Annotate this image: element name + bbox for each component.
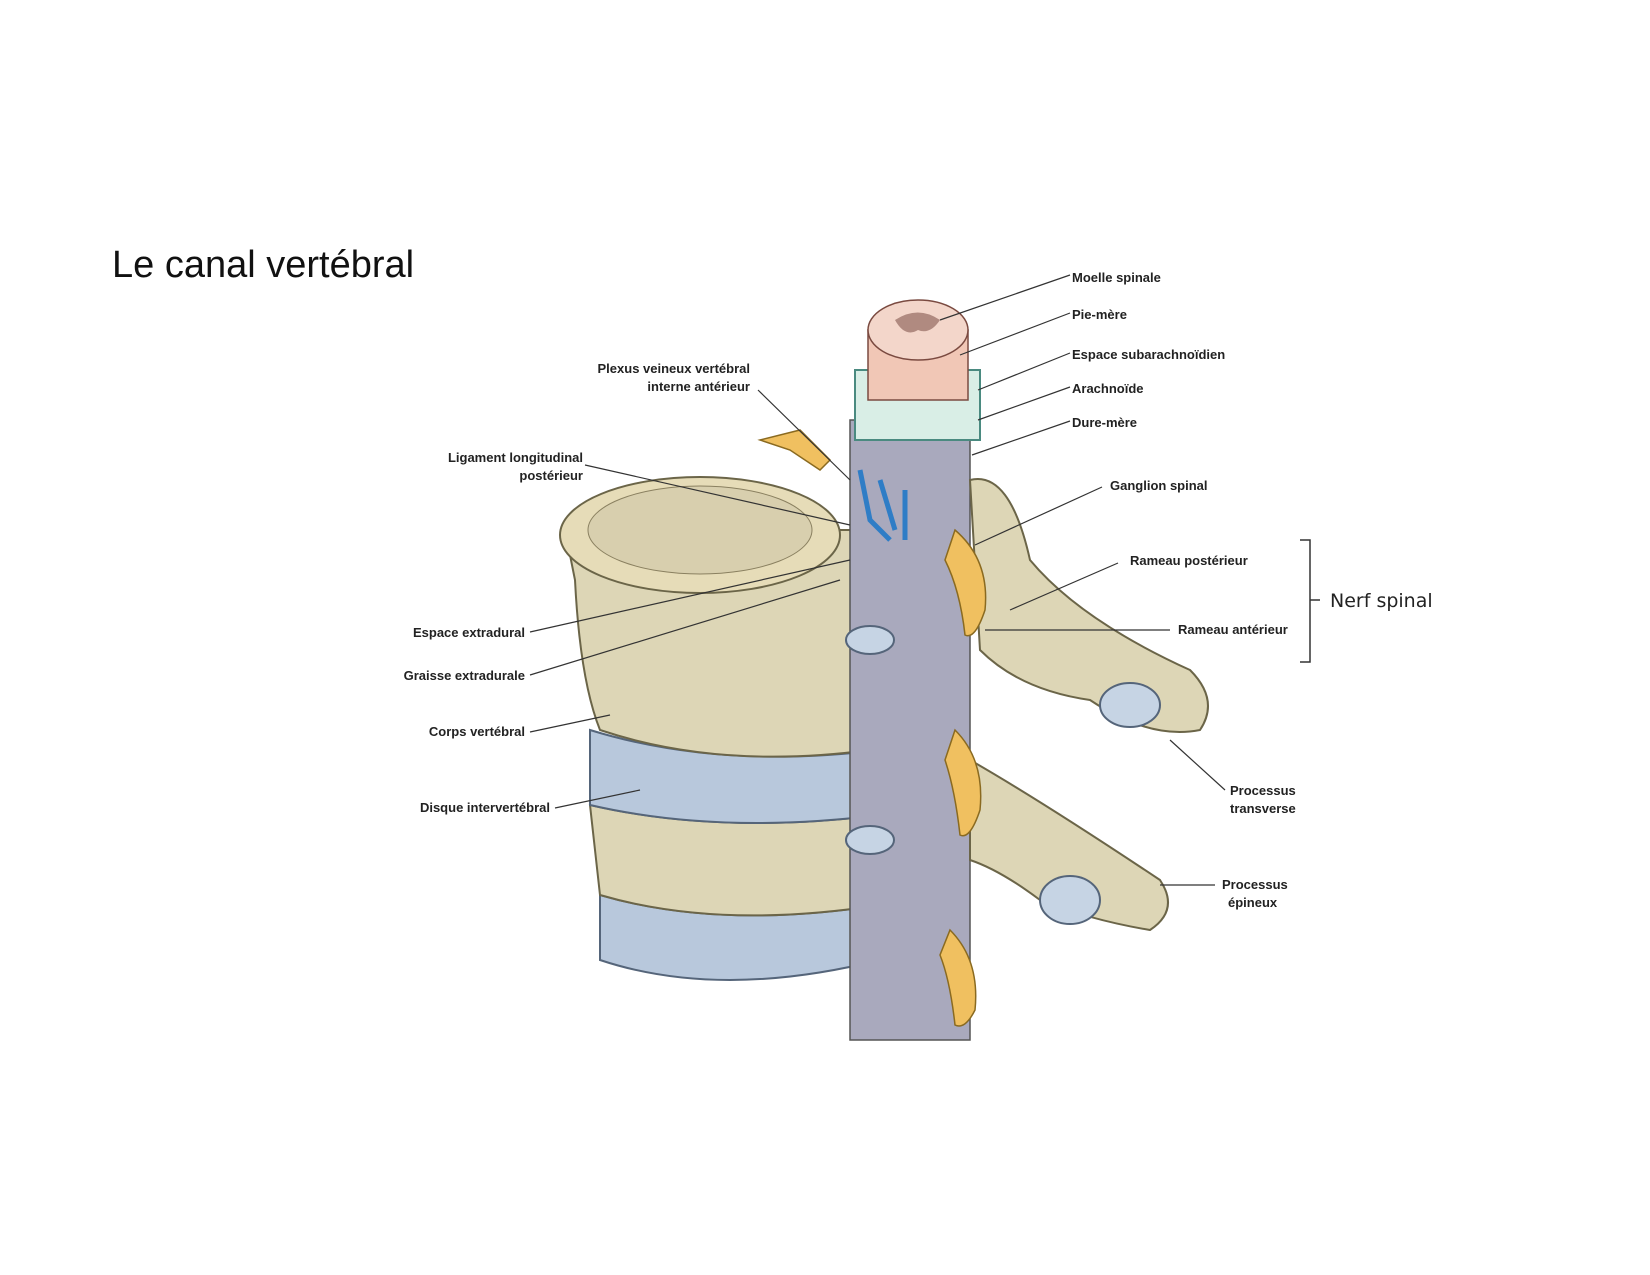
label-plexus-1: Plexus veineux vertébral xyxy=(598,361,750,376)
label-nerf-spinal: Nerf spinal xyxy=(1330,590,1433,612)
label-ganglion-spinal: Ganglion spinal xyxy=(1110,478,1208,493)
label-rameau-posterieur: Rameau postérieur xyxy=(1130,553,1248,568)
label-ligament-2: postérieur xyxy=(519,468,583,483)
nerf-spinal-bracket xyxy=(1300,539,1320,663)
spinal-nerves xyxy=(757,429,987,1027)
label-disque-intervertebral: Disque intervertébral xyxy=(420,800,550,815)
label-processus-epineux-2: épineux xyxy=(1228,895,1278,910)
label-arachnoide: Arachnoïde xyxy=(1072,381,1144,396)
slide-title: Le canal vertébral xyxy=(112,244,415,286)
label-processus-epineux-1: Processus xyxy=(1222,877,1288,892)
spinal-cord-column xyxy=(849,299,981,1041)
vertebral-arch xyxy=(845,478,1209,932)
label-espace-extradural: Espace extradural xyxy=(413,625,525,640)
label-espace-subarachnoidien: Espace subarachnoïdien xyxy=(1072,347,1225,362)
label-ligament-1: Ligament longitudinal xyxy=(448,450,583,465)
label-graisse-extradurale: Graisse extradurale xyxy=(404,668,525,683)
label-processus-transverse-1: Processus xyxy=(1230,783,1296,798)
vertebral-body xyxy=(559,476,882,758)
label-rameau-anterieur: Rameau antérieur xyxy=(1178,622,1288,637)
label-processus-transverse-2: transverse xyxy=(1230,801,1296,816)
label-pie-mere: Pie-mère xyxy=(1072,307,1127,322)
label-plexus-2: interne antérieur xyxy=(647,379,750,394)
label-moelle-spinale: Moelle spinale xyxy=(1072,270,1161,285)
label-dure-mere: Dure-mère xyxy=(1072,415,1137,430)
leader-lines xyxy=(529,274,1226,886)
venous-plexus xyxy=(857,469,908,542)
label-corps-vertebral: Corps vertébral xyxy=(429,724,525,739)
